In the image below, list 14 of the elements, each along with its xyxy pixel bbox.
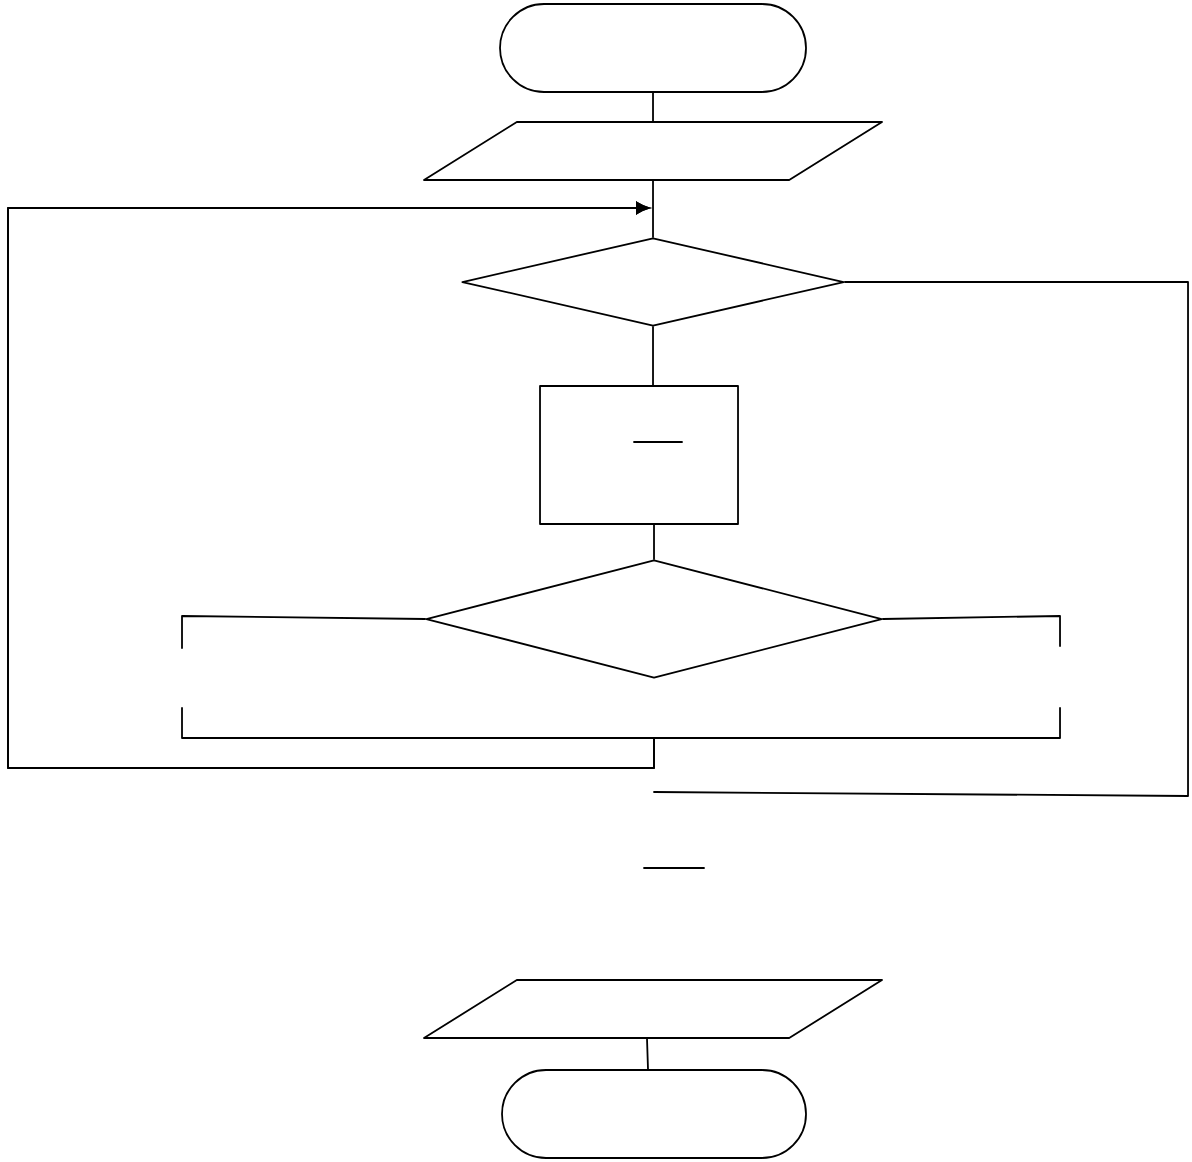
arrow bbox=[7, 201, 1061, 769]
connector-line bbox=[653, 281, 1189, 797]
connector-line bbox=[652, 326, 654, 386]
connector-line bbox=[646, 1038, 649, 1070]
parallelogram bbox=[423, 979, 883, 1039]
connector-line bbox=[181, 615, 426, 649]
process-box bbox=[539, 385, 739, 525]
decision-diamond bbox=[425, 559, 883, 679]
connector-line bbox=[652, 92, 654, 122]
connector-line bbox=[882, 615, 1061, 647]
connector-line bbox=[653, 524, 655, 560]
decision-diamond bbox=[461, 237, 845, 327]
connector-line bbox=[652, 180, 654, 238]
parallelogram bbox=[423, 121, 883, 181]
